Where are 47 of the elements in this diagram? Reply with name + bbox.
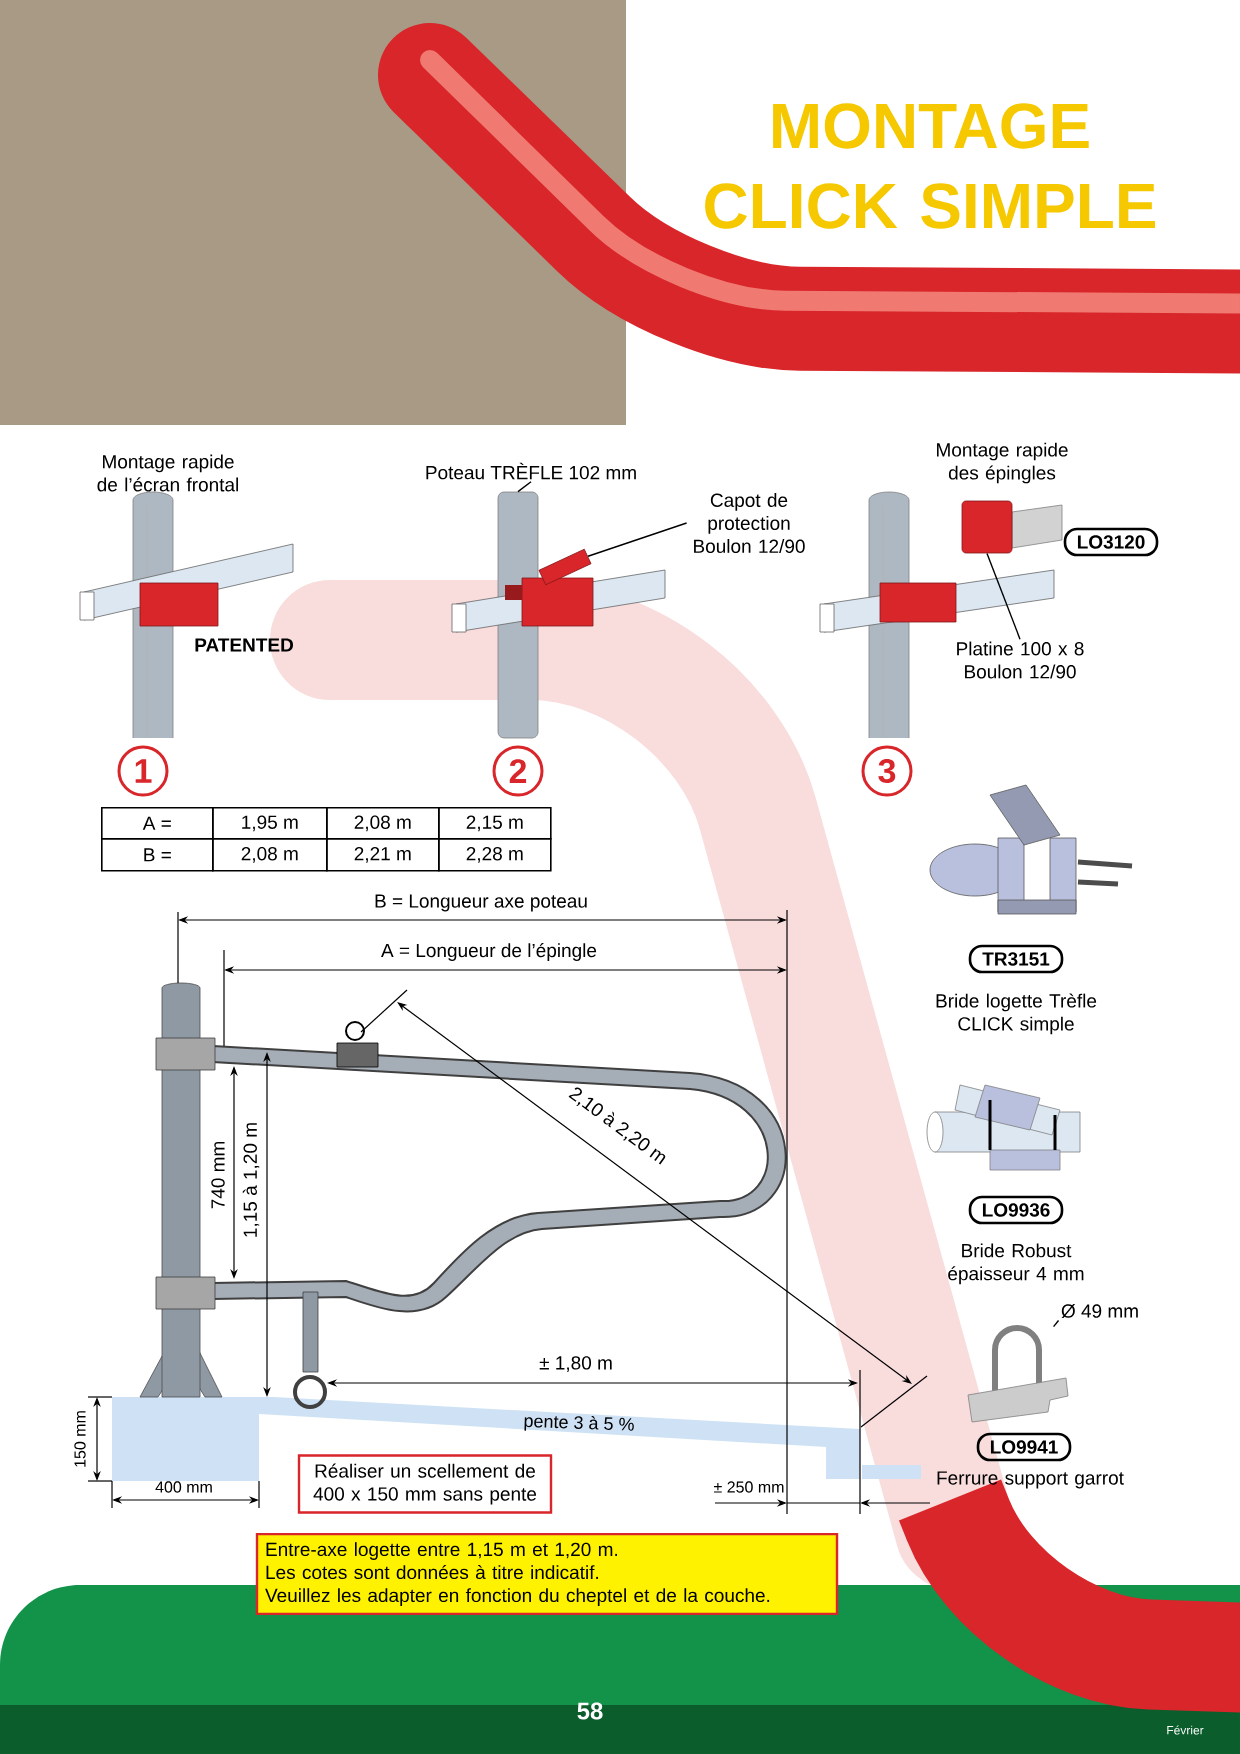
patent-mark: PATENTED	[195, 638, 293, 652]
leader-line	[1052, 1319, 1060, 1328]
step-number: 2	[492, 745, 544, 797]
leader-line	[587, 522, 688, 557]
cover-drawing	[538, 548, 592, 586]
dimension-label: 740 mm	[211, 1141, 225, 1209]
dimension-label: A = Longueur de l’épingle	[381, 943, 597, 961]
plate-drawing	[961, 500, 1013, 554]
dimension-label: ± 1,80 m	[539, 1356, 612, 1372]
dimension-label: 1,15 à 1,20 m	[242, 1123, 260, 1237]
slope-label: pente 3 à 5 %	[524, 1415, 634, 1431]
month-label: Février	[1167, 1725, 1204, 1735]
product-description: Bride logette Trèfle CLICK simple	[936, 993, 1097, 1035]
dimension-label: 400 mm	[155, 1481, 212, 1493]
table-cell: 1,95 m	[212, 807, 328, 840]
product-description: Ferrure support garrot	[937, 1471, 1124, 1489]
leader-line	[517, 481, 532, 493]
product-code: LO9936	[968, 1195, 1064, 1225]
dimension-label: 150 mm	[74, 1411, 86, 1467]
table-cell: B =	[101, 838, 214, 872]
step-caption: Montage rapide de l’écran frontal	[97, 454, 238, 492]
dimension-label: B = Longueur axe poteau	[375, 894, 587, 912]
table-cell: 2,28 m	[438, 838, 552, 872]
note-box: Entre-axe logette entre 1,15 m et 1,20 m. Les cotes sont données à titre indicatif. Veuillez les adapter en fonction du cheptel et de la couche.	[255, 1532, 839, 1616]
product-code: LO3120	[1063, 527, 1159, 557]
step-number: 1	[117, 745, 169, 797]
step-number: 3	[861, 745, 913, 797]
page-number: 58	[577, 1702, 603, 1720]
table-cell: 2,21 m	[326, 838, 440, 872]
table-cell: A =	[101, 807, 214, 840]
table-cell: 2,15 m	[438, 807, 552, 840]
part-label: Poteau TRÈFLE 102 mm	[426, 462, 636, 480]
step-caption: Montage rapide des épingles	[937, 442, 1068, 484]
u-bolt-drawing	[967, 1325, 1069, 1423]
table-cell: 2,08 m	[326, 807, 440, 840]
leader-line	[986, 552, 1021, 640]
dimension-label: 2,10 à 2,20 m	[568, 1087, 666, 1165]
product-code: LO9941	[976, 1432, 1072, 1462]
product-description: Bride Robust épaisseur 4 mm	[948, 1243, 1084, 1285]
part-label: Platine 100 x 8 Boulon 12/90	[957, 641, 1084, 679]
dimension-label: ± 250 mm	[714, 1481, 784, 1493]
product-code: TR3151	[968, 944, 1064, 974]
table-cell: 2,08 m	[212, 838, 328, 872]
title: MONTAGE CLICK SIMPLE	[705, 103, 1156, 229]
part-label: Capot de protection Boulon 12/90	[694, 493, 805, 553]
note-box: Réaliser un scellement de 400 x 150 mm sans pente	[297, 1454, 553, 1514]
dimension-label: Ø 49 mm	[1061, 1303, 1138, 1319]
